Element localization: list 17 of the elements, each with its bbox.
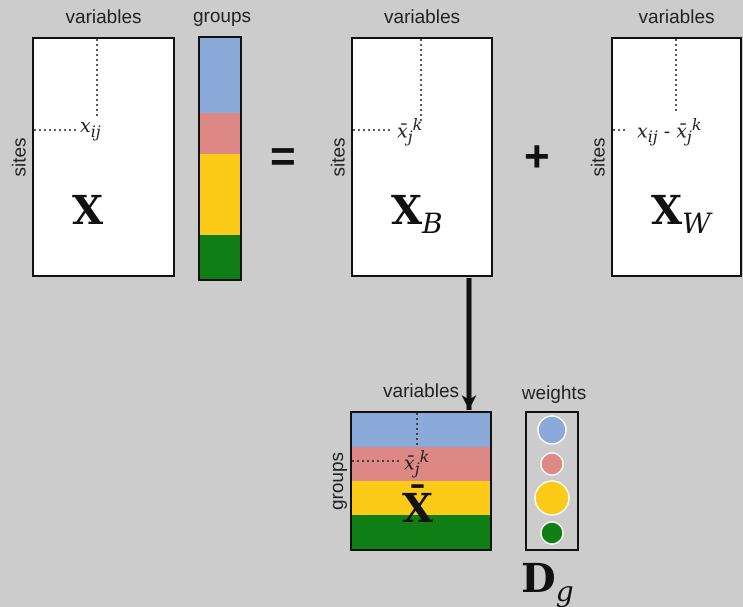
column-axis-label: weights xyxy=(520,383,588,405)
operator-sign: + xyxy=(524,132,550,182)
matrix-symbol: X xyxy=(72,187,104,234)
row-axis-label: sites xyxy=(588,137,610,177)
row-axis-label: groups xyxy=(327,452,350,510)
row-axis-label: sites xyxy=(328,137,350,177)
column-axis-label: groups xyxy=(192,6,252,28)
matrix-symbol: X$_{B}$ xyxy=(391,187,443,240)
column-axis-label: variables xyxy=(384,7,460,29)
column-axis-label: variables xyxy=(638,7,715,29)
column-axis-label: variables xyxy=(383,381,460,403)
operator-sign: = xyxy=(270,132,296,182)
matrix-symbol: D$_{g}$ xyxy=(521,555,574,607)
row-axis-label: sites xyxy=(9,137,32,177)
column-axis-label: variables xyxy=(66,7,142,29)
matrix-symbol: X$_{W}$ xyxy=(651,187,711,240)
matrix-element-label: x$_{ij}$ xyxy=(80,115,101,141)
